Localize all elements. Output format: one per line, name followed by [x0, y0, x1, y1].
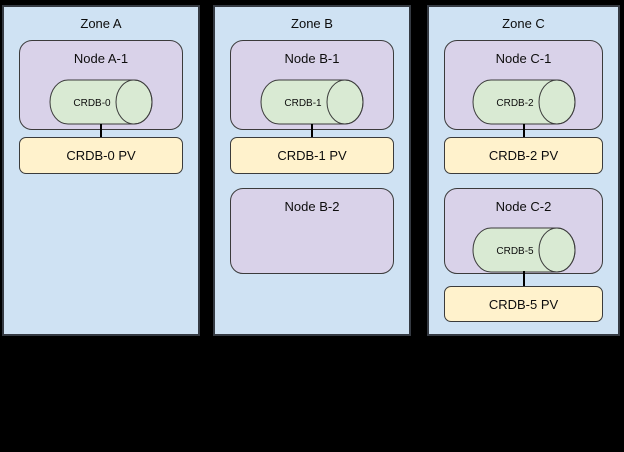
node-c-2: Node C-2 CRDB-5: [444, 188, 603, 274]
database-cylinder-crdb-1-icon: CRDB-1: [260, 79, 364, 125]
db-label-crdb-5: CRDB-5: [496, 246, 534, 257]
node-b-1: Node B-1 CRDB-1: [230, 40, 394, 130]
zone-b-title: Zone B: [291, 16, 333, 31]
pv-crdb-5-label: CRDB-5 PV: [488, 296, 559, 312]
node-c-1: Node C-1 CRDB-2: [444, 40, 603, 130]
pv-crdb-2-label: CRDB-2 PV: [488, 148, 559, 163]
pv-crdb-2: CRDB-2 PV: [444, 137, 603, 174]
connector-crdb-1-to-pv: [311, 124, 313, 138]
node-c-1-title: Node C-1: [495, 51, 552, 66]
node-b-2: Node B-2: [230, 188, 394, 274]
connector-crdb-5-to-pv: [522, 271, 525, 287]
zone-b: Zone B Node B-1 CRDB-1 CRDB-1 PV Node B-…: [213, 5, 411, 336]
database-cylinder-crdb-5-icon: CRDB-5: [471, 227, 576, 273]
connector-crdb-0-to-pv: [100, 124, 102, 138]
node-b-1-title: Node B-1: [284, 51, 340, 66]
db-label-crdb-2: CRDB-2: [496, 98, 534, 109]
node-a-1-title: Node A-1: [73, 51, 129, 66]
node-b-2-title: Node B-2: [284, 199, 340, 214]
zone-a: Zone A Node A-1 CRDB-0 CRDB-0 PV: [2, 5, 200, 336]
node-c-2-title: Node C-2: [495, 199, 552, 214]
database-cylinder-crdb-0-icon: CRDB-0: [49, 79, 153, 125]
pv-crdb-1-label: CRDB-1 PV: [277, 148, 347, 163]
pv-crdb-5: CRDB-5 PV: [444, 286, 603, 322]
db-label-crdb-1: CRDB-1: [284, 98, 322, 109]
pv-crdb-0: CRDB-0 PV: [19, 137, 183, 174]
db-label-crdb-0: CRDB-0: [73, 98, 111, 109]
pv-crdb-0-label: CRDB-0 PV: [66, 148, 136, 163]
database-cylinder-crdb-2-icon: CRDB-2: [471, 79, 576, 125]
pv-crdb-1: CRDB-1 PV: [230, 137, 394, 174]
zone-c: Zone C Node C-1 CRDB-2 CRDB-2 PV Node C-…: [427, 5, 620, 336]
connector-crdb-2-to-pv: [522, 124, 525, 138]
node-a-1: Node A-1 CRDB-0: [19, 40, 183, 130]
zone-a-title: Zone A: [80, 16, 122, 31]
zone-c-title: Zone C: [502, 16, 545, 31]
